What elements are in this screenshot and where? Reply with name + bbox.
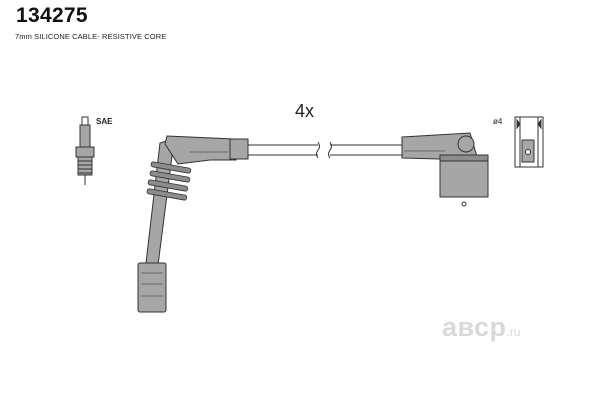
coil-boot-angled (401, 132, 489, 207)
ignition-cable (248, 141, 404, 159)
plug-boot-straight (137, 135, 249, 313)
part-number-title: 134275 (16, 4, 88, 27)
spark-plug-icon (75, 116, 95, 185)
watermark-logo: aвср.ru (442, 312, 520, 343)
coil-terminal-icon (514, 116, 544, 168)
watermark-suffix: .ru (506, 325, 521, 339)
cable-spec-text: 7mm SILICONE CABLE- RESISTIVE CORE (15, 32, 167, 41)
watermark-brand: aвср (442, 312, 507, 342)
terminal-type-label: SAE (96, 117, 113, 126)
quantity-label: 4x (295, 101, 315, 121)
terminal-diameter-label: ø4 (493, 117, 503, 126)
